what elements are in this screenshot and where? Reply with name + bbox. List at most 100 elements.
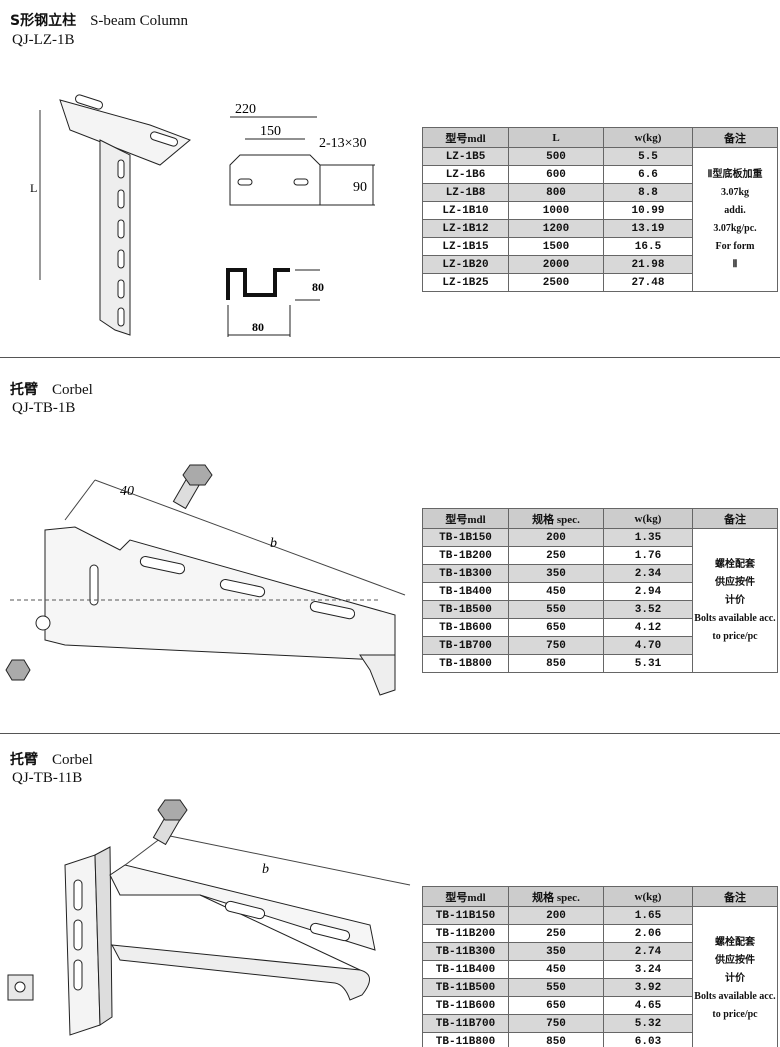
dim-label: b: [262, 862, 269, 877]
table-cell: 800: [508, 183, 604, 202]
table-cell: 200: [508, 528, 604, 547]
table-cell: TB-11B200: [422, 924, 509, 943]
table-cell: 850: [508, 1032, 604, 1047]
table-cell: 13.19: [603, 219, 693, 238]
product-code: QJ-TB-11B: [12, 770, 83, 786]
title-cn: 托臂: [10, 752, 38, 768]
table-cell: TB-1B400: [422, 582, 509, 601]
table-cell: TB-1B300: [422, 564, 509, 583]
title-en: Corbel: [52, 752, 93, 768]
table-cell: 5.32: [603, 1014, 693, 1033]
table-cell: 850: [508, 654, 604, 673]
table-cell: LZ-1B10: [422, 201, 509, 220]
remark-line: 供应按件: [715, 576, 755, 588]
table-cell: TB-11B800: [422, 1032, 509, 1047]
table-cell: 450: [508, 582, 604, 601]
remark-line: Bolts available acc.: [694, 990, 776, 1002]
table-cell: LZ-1B25: [422, 273, 509, 292]
table-cell: 6.6: [603, 165, 693, 184]
remark-line: 螺栓配套: [715, 936, 755, 948]
table-cell: 4.12: [603, 618, 693, 637]
col-header: 型号mdl: [422, 127, 509, 148]
table-cell: 2500: [508, 273, 604, 292]
table-cell: 21.98: [603, 255, 693, 274]
table-cell: 2.94: [603, 582, 693, 601]
section-divider: [0, 733, 780, 734]
dim-label: 2-13×30: [319, 136, 367, 151]
remark-line: 3.07kg/pc.: [713, 222, 757, 234]
remark-line: 螺栓配套: [715, 558, 755, 570]
table-cell: 3.24: [603, 960, 693, 979]
table-cell: 2000: [508, 255, 604, 274]
title-en: Corbel: [52, 382, 93, 398]
table-cell: 8.8: [603, 183, 693, 202]
base-plate-drawing: 220 150 2-13×30 90: [229, 102, 375, 206]
table-cell: 2.34: [603, 564, 693, 583]
table-cell: TB-11B400: [422, 960, 509, 979]
table-cell: 1000: [508, 201, 604, 220]
table-cell: 3.92: [603, 978, 693, 997]
table-cell: 5.31: [603, 654, 693, 673]
table-cell: LZ-1B6: [422, 165, 509, 184]
section-divider: [0, 357, 780, 358]
table-cell: TB-1B150: [422, 528, 509, 547]
corbel-tb-1b-drawing: 40 b: [5, 464, 406, 696]
s-beam-column-drawing: L: [30, 94, 191, 336]
dim-label: b: [270, 536, 277, 551]
table-cell: 10.99: [603, 201, 693, 220]
table-cell: TB-1B700: [422, 636, 509, 655]
table-cell: LZ-1B15: [422, 237, 509, 256]
table-cell: TB-11B150: [422, 906, 509, 925]
table-cell: TB-1B600: [422, 618, 509, 637]
table-cell: 1500: [508, 237, 604, 256]
table-cell: 500: [508, 147, 604, 166]
table-cell: 1200: [508, 219, 604, 238]
col-header: 型号mdl: [422, 886, 509, 907]
col-header: w(kg): [603, 127, 693, 148]
remark-line: 3.07kg: [720, 186, 750, 198]
table-cell: 450: [508, 960, 604, 979]
product-code: QJ-TB-1B: [12, 400, 76, 416]
table-cell: 2.06: [603, 924, 693, 943]
table-cell: 550: [508, 978, 604, 997]
col-header: w(kg): [603, 886, 693, 907]
table-cell: 350: [508, 564, 604, 583]
remark-line: Ⅱ: [732, 258, 738, 270]
table-cell: 1.65: [603, 906, 693, 925]
remark-line: 供应按件: [715, 954, 755, 966]
remark-line: to price/pc: [712, 1008, 758, 1020]
remark-line: 计价: [725, 594, 745, 606]
table-cell: 200: [508, 906, 604, 925]
table-cell: TB-11B300: [422, 942, 509, 961]
col-header: L: [508, 127, 604, 148]
table-cell: 600: [508, 165, 604, 184]
table-cell: 650: [508, 996, 604, 1015]
table-cell: LZ-1B12: [422, 219, 509, 238]
remark-line: Ⅱ型底板加重: [707, 168, 763, 180]
table-cell: TB-1B800: [422, 654, 509, 673]
table-cell: 250: [508, 546, 604, 565]
col-header: 型号mdl: [422, 508, 509, 529]
